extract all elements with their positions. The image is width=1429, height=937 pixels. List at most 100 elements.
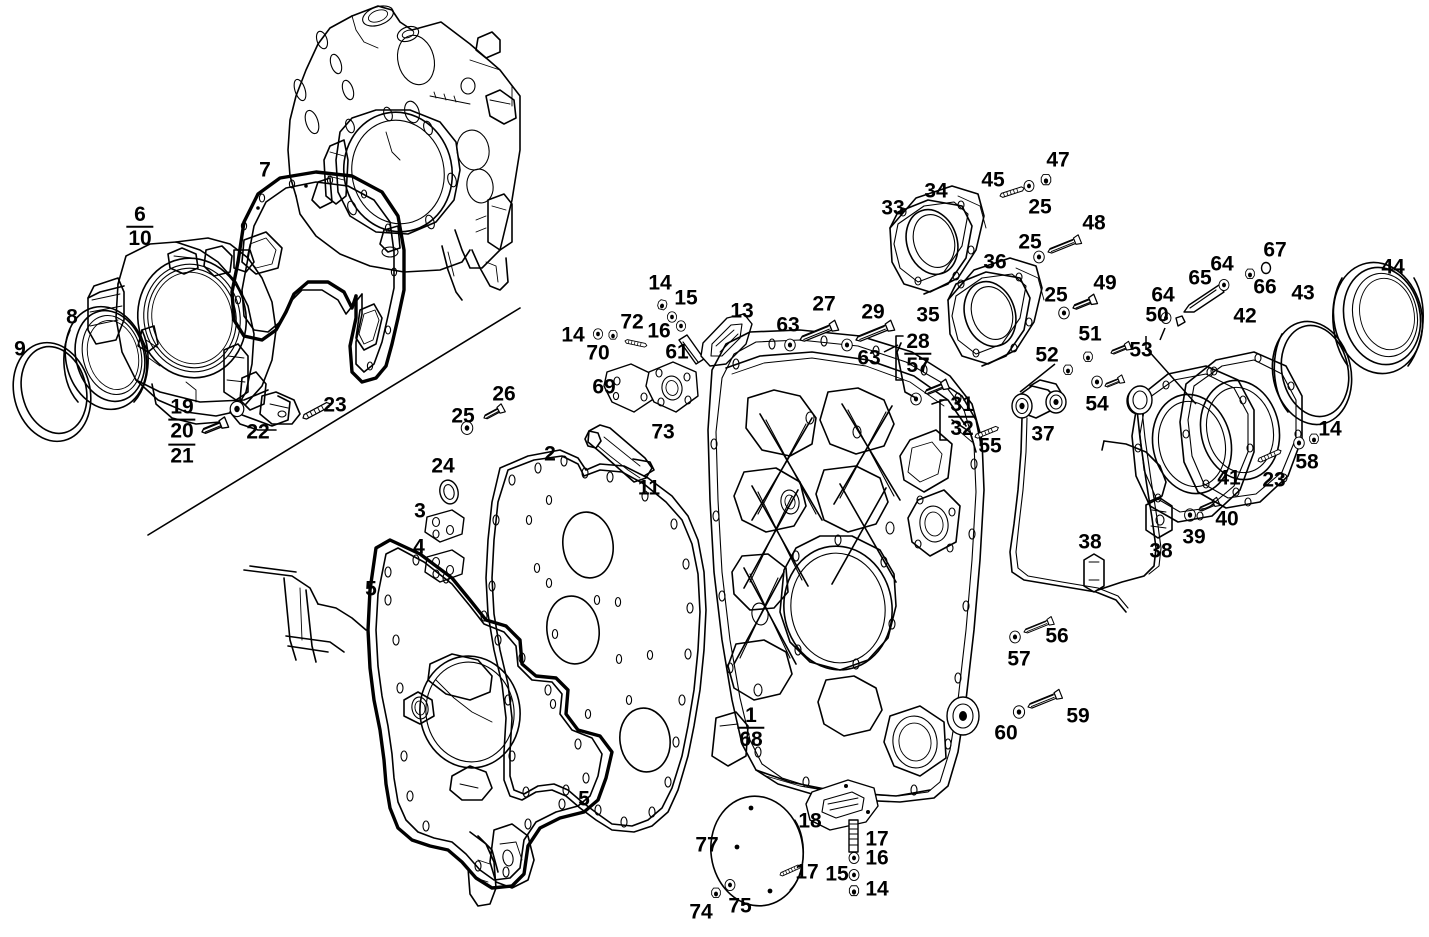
engine-block-rear bbox=[287, 5, 521, 301]
callout-9: 9 bbox=[14, 337, 26, 361]
callout-61: 61 bbox=[665, 340, 689, 364]
callout-33: 33 bbox=[881, 196, 905, 220]
callout-63: 63 bbox=[776, 313, 800, 337]
pipe-stubs bbox=[243, 565, 499, 907]
fraction-denominator: 21 bbox=[170, 444, 194, 468]
callout-5: 5 bbox=[365, 577, 377, 601]
fraction-denominator: 68 bbox=[739, 728, 763, 751]
callout-16: 16 bbox=[865, 846, 889, 870]
nut-74 bbox=[711, 887, 721, 898]
washer-64-b bbox=[1218, 278, 1230, 292]
callout-58: 58 bbox=[1295, 450, 1319, 474]
callout-41: 41 bbox=[1217, 466, 1241, 490]
nut-51 bbox=[1083, 351, 1093, 362]
callout-56: 56 bbox=[1045, 624, 1069, 648]
washer-25-c bbox=[1058, 306, 1070, 320]
callout-53: 53 bbox=[1129, 338, 1153, 362]
callout-23: 23 bbox=[1262, 468, 1286, 492]
callout-73: 73 bbox=[651, 420, 675, 444]
callout-23: 23 bbox=[323, 393, 347, 417]
fraction-numerator: 6 bbox=[126, 203, 154, 228]
gasket-69 bbox=[603, 363, 656, 413]
washer-63-c bbox=[910, 392, 922, 406]
callout-40: 40 bbox=[1215, 507, 1239, 531]
flange-35-36 bbox=[947, 257, 1045, 367]
callout-13: 13 bbox=[730, 299, 754, 323]
fraction-denominator: 32 bbox=[950, 417, 974, 440]
washer-63-a bbox=[784, 338, 796, 352]
callout-25: 25 bbox=[1044, 283, 1068, 307]
callout-27: 27 bbox=[812, 292, 836, 316]
sealant-tube-11 bbox=[584, 424, 655, 483]
callout-14: 14 bbox=[561, 323, 585, 347]
callout-43: 43 bbox=[1291, 281, 1315, 305]
linkage-rod-left bbox=[1009, 417, 1129, 613]
callout-77: 77 bbox=[695, 833, 719, 857]
callout-35: 35 bbox=[916, 303, 940, 327]
washer-75 bbox=[724, 878, 736, 892]
gasket-7 bbox=[230, 170, 406, 384]
nut-47 bbox=[1040, 174, 1052, 186]
plate-13 bbox=[700, 313, 753, 367]
nut-14-right bbox=[1309, 433, 1319, 444]
callout-38: 38 bbox=[1078, 530, 1102, 554]
callout-64: 64 bbox=[1151, 283, 1175, 307]
washer-57 bbox=[1009, 630, 1021, 644]
callout-60: 60 bbox=[994, 721, 1018, 745]
callout-14: 14 bbox=[865, 877, 889, 901]
callout-25: 25 bbox=[451, 404, 475, 428]
cover-plate-18 bbox=[805, 779, 879, 831]
seal-ring-9 bbox=[12, 341, 92, 443]
callout-7: 7 bbox=[259, 158, 271, 182]
callout-63: 63 bbox=[857, 346, 881, 370]
callout-51: 51 bbox=[1078, 322, 1102, 346]
washer-22 bbox=[229, 400, 245, 418]
callout-47: 47 bbox=[1046, 148, 1070, 172]
callout-3: 3 bbox=[414, 499, 426, 523]
stud-65 bbox=[1175, 284, 1225, 327]
stud-17-vertical bbox=[848, 819, 859, 853]
bracket-31-32 bbox=[931, 399, 948, 441]
callout-26: 26 bbox=[492, 382, 516, 406]
callout-37: 37 bbox=[1031, 422, 1055, 446]
callout-55: 55 bbox=[978, 434, 1002, 458]
callout-24: 24 bbox=[431, 454, 455, 478]
callout-29: 29 bbox=[861, 300, 885, 324]
callout-11: 11 bbox=[637, 476, 661, 500]
washer-54 bbox=[1091, 375, 1103, 389]
callout-44: 44 bbox=[1381, 255, 1405, 279]
callout-49: 49 bbox=[1093, 271, 1117, 295]
callout-8: 8 bbox=[66, 305, 78, 329]
callout-22: 22 bbox=[246, 420, 270, 444]
washer-15-bottom bbox=[848, 868, 860, 882]
washer-14-left bbox=[592, 328, 604, 340]
callout-52: 52 bbox=[1035, 343, 1059, 367]
pad-4 bbox=[424, 549, 465, 583]
washer-25-a bbox=[1023, 179, 1035, 193]
callout-45: 45 bbox=[981, 168, 1005, 192]
callout-14: 14 bbox=[1318, 417, 1342, 441]
fraction-numerator: 31 bbox=[948, 393, 976, 418]
shaft-seal-44 bbox=[1332, 261, 1424, 375]
callout-54: 54 bbox=[1085, 392, 1109, 416]
callout-38: 38 bbox=[1149, 539, 1173, 563]
fraction-numerator: 1 bbox=[737, 704, 765, 729]
nut-70 bbox=[608, 330, 618, 340]
bell-housing-1-68 bbox=[707, 329, 985, 803]
callout-57: 57 bbox=[1007, 647, 1031, 671]
flange-73 bbox=[645, 361, 699, 413]
bush-24 bbox=[439, 479, 459, 505]
seal-carrier-6-10 bbox=[87, 237, 301, 431]
callout-50: 50 bbox=[1145, 303, 1169, 327]
callout-59: 59 bbox=[1066, 704, 1090, 728]
callout-69: 69 bbox=[592, 375, 616, 399]
ball-67 bbox=[1260, 261, 1272, 275]
callout-72: 72 bbox=[620, 310, 644, 334]
fraction-denominator: 57 bbox=[906, 354, 930, 377]
